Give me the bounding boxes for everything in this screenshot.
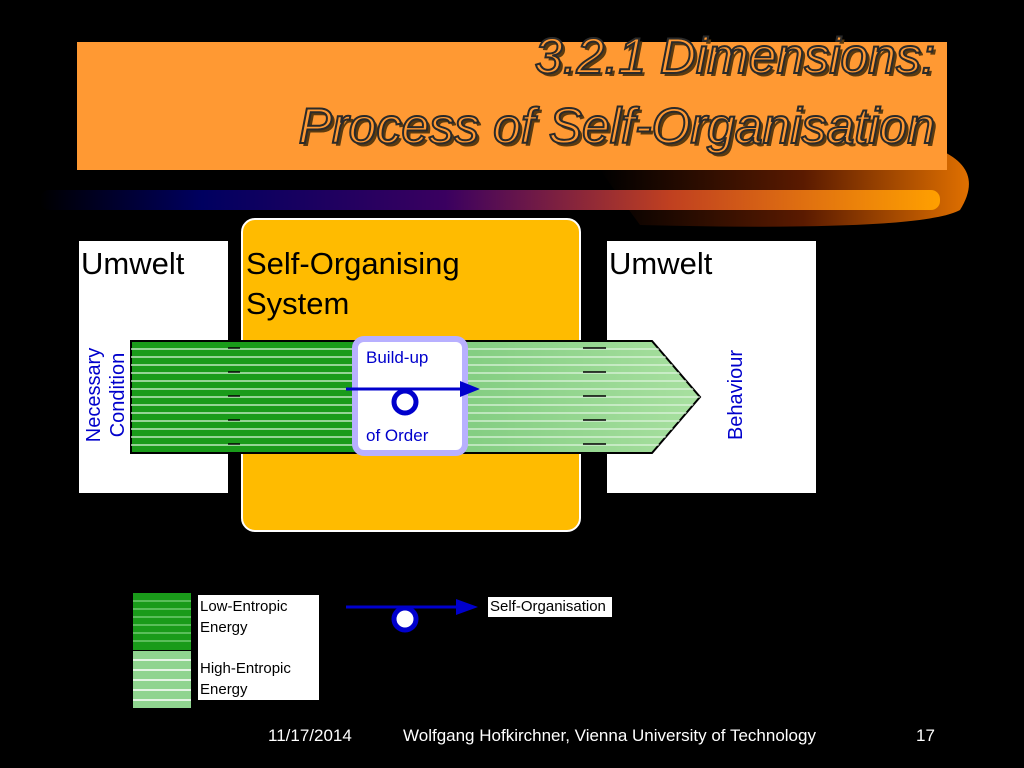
build-up-label: Build-up	[366, 348, 429, 367]
legend-low-line-2: Energy	[200, 619, 248, 636]
order-circle-icon	[391, 388, 419, 416]
legend-arrow-head	[456, 599, 478, 615]
umwelt-right-label: Umwelt	[609, 246, 713, 281]
low-entropic-stripes	[133, 600, 191, 642]
umwelt-left-label: Umwelt	[81, 246, 185, 281]
legend-high-line-1: High-Entropic	[200, 660, 291, 677]
legend-self-organisation: Self-Organisation	[488, 597, 612, 617]
system-label-line-1: Self-Organising	[246, 246, 460, 281]
arrow-head	[460, 381, 480, 397]
footer-author: Wolfgang Hofkirchner, Vienna University …	[403, 726, 816, 745]
system-label-line-2: System	[246, 286, 350, 321]
slide-title-line-2: Process of Self-Organisation	[298, 97, 936, 155]
build-up-of-order-box	[352, 336, 468, 456]
high-entropic-stripes	[133, 659, 191, 701]
gradient-bar	[40, 190, 940, 210]
footer-page-number: 17	[916, 726, 935, 745]
footer-date: 11/17/2014	[268, 726, 352, 745]
legend-order-circle-icon	[391, 605, 419, 633]
flow-tick-marks	[228, 347, 606, 445]
legend-high-line-2: Energy	[200, 681, 248, 698]
legend-low-line-1: Low-Entropic	[200, 598, 288, 615]
slide-title-line-1: 3.2.1 Dimensions:	[534, 27, 936, 85]
title-banner: 3.2.1 Dimensions: Process of Self-Organi…	[77, 27, 947, 170]
of-order-label: of Order	[366, 426, 429, 445]
legend-text-box	[198, 595, 319, 700]
